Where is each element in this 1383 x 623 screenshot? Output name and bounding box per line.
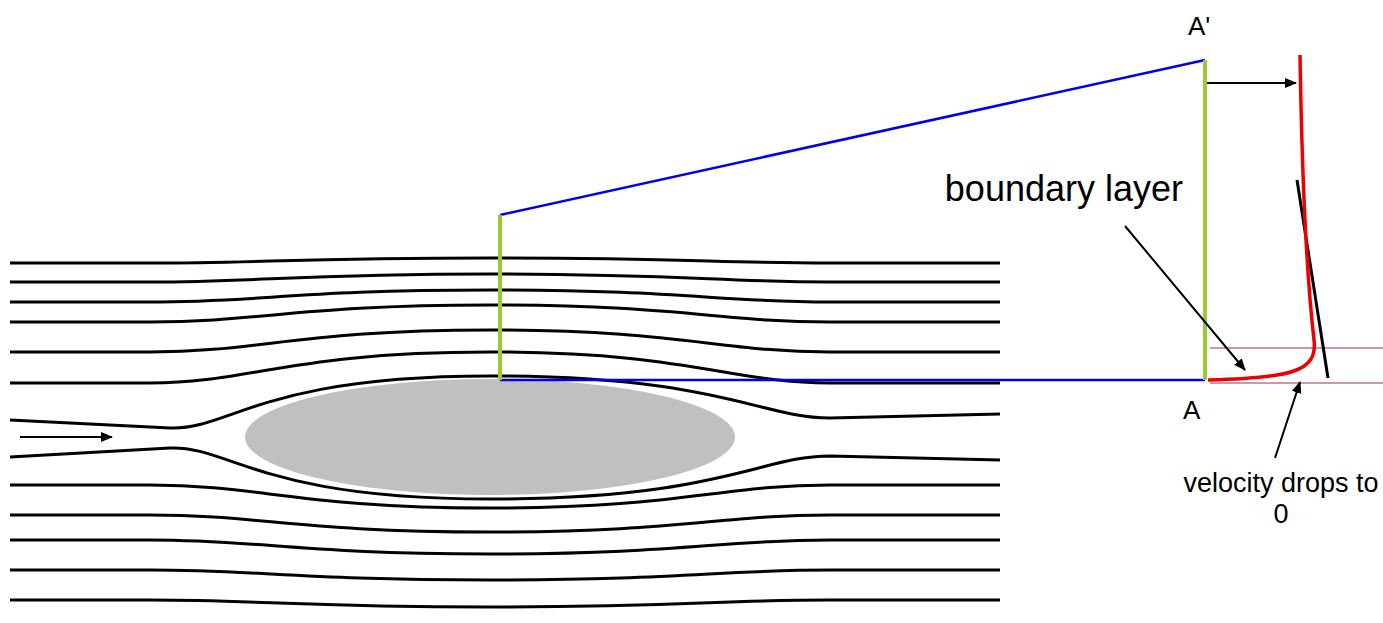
body-ellipse — [245, 379, 735, 495]
callout-label: boundary layer — [945, 168, 1183, 209]
section-lines — [500, 60, 1205, 380]
point-label: A' — [1188, 12, 1210, 42]
zoom-lines — [500, 60, 1205, 380]
velocity-profile — [1208, 55, 1314, 380]
leader-line — [1125, 226, 1245, 370]
streamlines — [10, 258, 1000, 607]
velocity-arrow — [1207, 82, 1296, 84]
callout-label: velocity drops to 0 — [1183, 468, 1379, 530]
leader-line — [1275, 382, 1300, 458]
flow-arrow — [20, 436, 112, 438]
point-label: A — [1183, 396, 1200, 426]
